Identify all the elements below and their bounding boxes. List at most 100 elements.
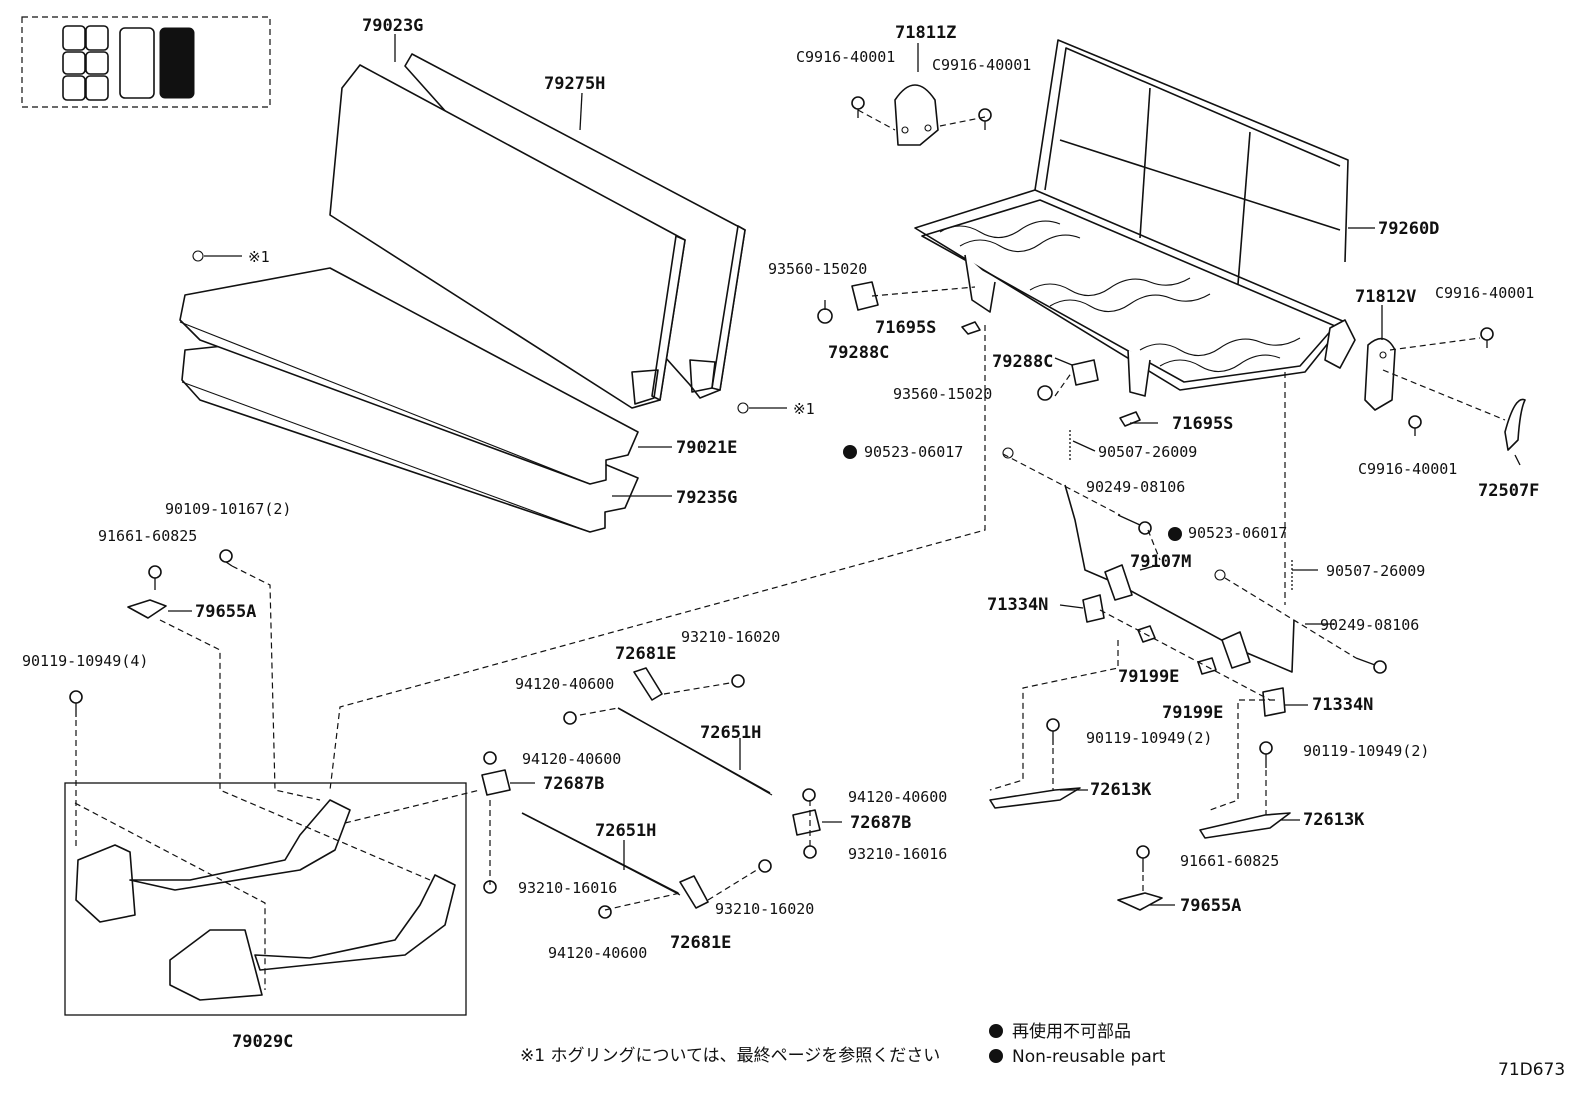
label-90507-a: 90507-26009 [1098,443,1197,461]
bolt-91661-a [148,565,162,590]
label-90119-b: 90119-10949(2) [1086,729,1212,747]
label-93210-16016-a: 93210-16016 [848,845,947,863]
label-90109: 90109-10167(2) [165,500,291,518]
label-79199E-b: 79199E [1162,703,1223,723]
cap-79288C-b [1071,359,1099,386]
nut-94120-d [598,905,612,919]
diagram-code: 71D673 [1498,1060,1565,1080]
label-93210-16016-b: 93210-16016 [518,879,617,897]
label-93560-a: 93560-15020 [768,260,867,278]
cover-71812V [1364,337,1396,411]
label-72681E-b: 72681E [670,933,731,953]
fastener-labels: C9916-40001 C9916-40001 C9916-40001 C991… [22,48,1534,962]
label-72613K-a: 72613K [1090,780,1152,800]
label-94120-c: 94120-40600 [848,788,947,806]
label-90507-b: 90507-26009 [1326,562,1425,580]
label-79199E-a: 79199E [1118,667,1179,687]
seat-back-cushion-79023G [329,64,686,409]
legend-non-reusable-en: Non-reusable part [1012,1047,1166,1067]
label-72613K-b: 72613K [1303,810,1365,830]
legend-dot-en [989,1049,1003,1063]
label-79021E: 79021E [676,438,737,458]
label-94120-d: 94120-40600 [548,944,647,962]
hog-ring-mark-label: ※1 [248,248,270,266]
pin-90249-b [1355,657,1387,674]
clip-71695S-a [961,321,981,335]
clip-71695S-b [1119,411,1141,427]
bolt-93560-b [1037,385,1053,401]
legend-dot-ja [989,1024,1003,1038]
ring-90523-a [1002,447,1014,459]
pin-90249-a [1117,514,1152,535]
label-90523-a: 90523-06017 [864,443,963,461]
plate-79655A-b [1117,892,1163,911]
label-79655A-b: 79655A [1180,896,1241,916]
label-72681E-a: 72681E [615,644,676,664]
hog-ring-footnote: ※1 ホグリングについては、最終ページを参照ください [520,1046,940,1066]
label-c9916-3: C9916-40001 [1435,284,1534,302]
label-72687B-a: 72687B [543,774,604,794]
label-79023G: 79023G [362,16,423,36]
non-reusable-dot-90523-a [843,445,857,459]
label-79288C-a: 79288C [828,343,889,363]
nut-94120-a [563,711,577,725]
cover-71811Z [894,84,939,146]
label-93560-b: 93560-15020 [893,385,992,403]
label-c9916-1: C9916-40001 [796,48,895,66]
bolt-90119-b [1046,718,1060,745]
label-72651H-a: 72651H [700,723,761,743]
hog-ring-callout-1: ※1 [192,248,270,266]
stopper-71334N-b [1262,687,1286,717]
ring-90523-b [1214,569,1226,581]
label-94120-a: 94120-40600 [515,675,614,693]
label-79029C: 79029C [232,1032,293,1052]
label-71812V: 71812V [1355,287,1416,307]
bracket-72681E-b [679,875,709,909]
bolt-91661-b [1136,845,1150,872]
label-72651H-b: 72651H [595,821,656,841]
bolt-90119-c [1259,741,1273,768]
label-79288C-b: 79288C [992,352,1053,372]
label-90249-a: 90249-08106 [1086,478,1185,496]
footer-notes: ※1 ホグリングについては、最終ページを参照ください 再使用不可部品 Non-r… [520,1021,1565,1080]
label-71334N-a: 71334N [987,595,1048,615]
hog-ring-mark-label: ※1 [793,400,815,418]
label-72507F: 72507F [1478,481,1539,501]
label-79655A-a: 79655A [195,602,256,622]
label-79235G: 79235G [676,488,737,508]
screw-c9916-1 [851,96,865,118]
label-c9916-4: C9916-40001 [1358,460,1457,478]
label-93210-16020-b: 93210-16020 [715,900,814,918]
cable-72651H-a [617,707,773,796]
label-71695S-a: 71695S [875,318,936,338]
label-94120-b: 94120-40600 [522,750,621,768]
label-c9916-2: C9916-40001 [932,56,1031,74]
label-91661-b: 91661-60825 [1180,852,1279,870]
seat-frame-79260D [914,39,1360,397]
highlighted-seat-marker [159,27,195,99]
legend-non-reusable-ja: 再使用不可部品 [1012,1021,1131,1042]
rail-72613K-a [989,787,1081,809]
label-71695S-b: 71695S [1172,414,1233,434]
part-labels: 79023G 79275H 79021E 79235G 71811Z 79260… [195,16,1539,1052]
bolt-93560-a [817,300,833,324]
nut-94120-c [802,788,816,802]
bolt-93210-16020-a [731,674,745,688]
seat-location-thumbnail [21,16,271,108]
link-rod-79107M [1064,484,1295,673]
screw-c9916-2 [978,108,992,130]
label-90249-b: 90249-08106 [1320,616,1419,634]
leg-assembly-box [64,782,467,1016]
label-79260D: 79260D [1378,219,1439,239]
stopper-71334N-a [1082,594,1105,623]
cable-72651H-b [521,812,681,896]
leg-assembly-79029C [75,799,456,1001]
label-91661-a: 91661-60825 [98,527,197,545]
nut-94120-b [483,751,497,765]
label-71334N-b: 71334N [1312,695,1373,715]
holder-72687B-b [792,809,821,836]
label-90119-a: 90119-10949(4) [22,652,148,670]
hog-ring-callout-2: ※1 [737,400,815,418]
label-71811Z: 71811Z [895,23,956,43]
